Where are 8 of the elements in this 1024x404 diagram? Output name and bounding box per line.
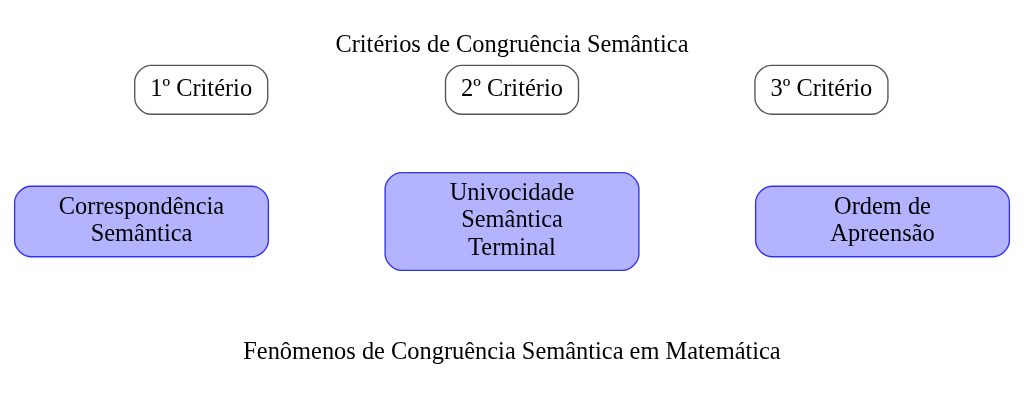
node-box: 1º Critério [134, 64, 269, 115]
caption: Fenômenos de Congruência Semântica em Matemática [243, 336, 781, 364]
node-box: Univocidade Semântica Terminal [384, 171, 640, 271]
node-box: 2º Critério [444, 64, 580, 115]
node-box: Correspondência Semântica [13, 185, 270, 257]
diagram-title: Critérios de Congruência Semântica [335, 29, 689, 57]
node-box: 3º Critério [754, 64, 889, 115]
node-box: Ordem de Apreensão [754, 185, 1011, 257]
